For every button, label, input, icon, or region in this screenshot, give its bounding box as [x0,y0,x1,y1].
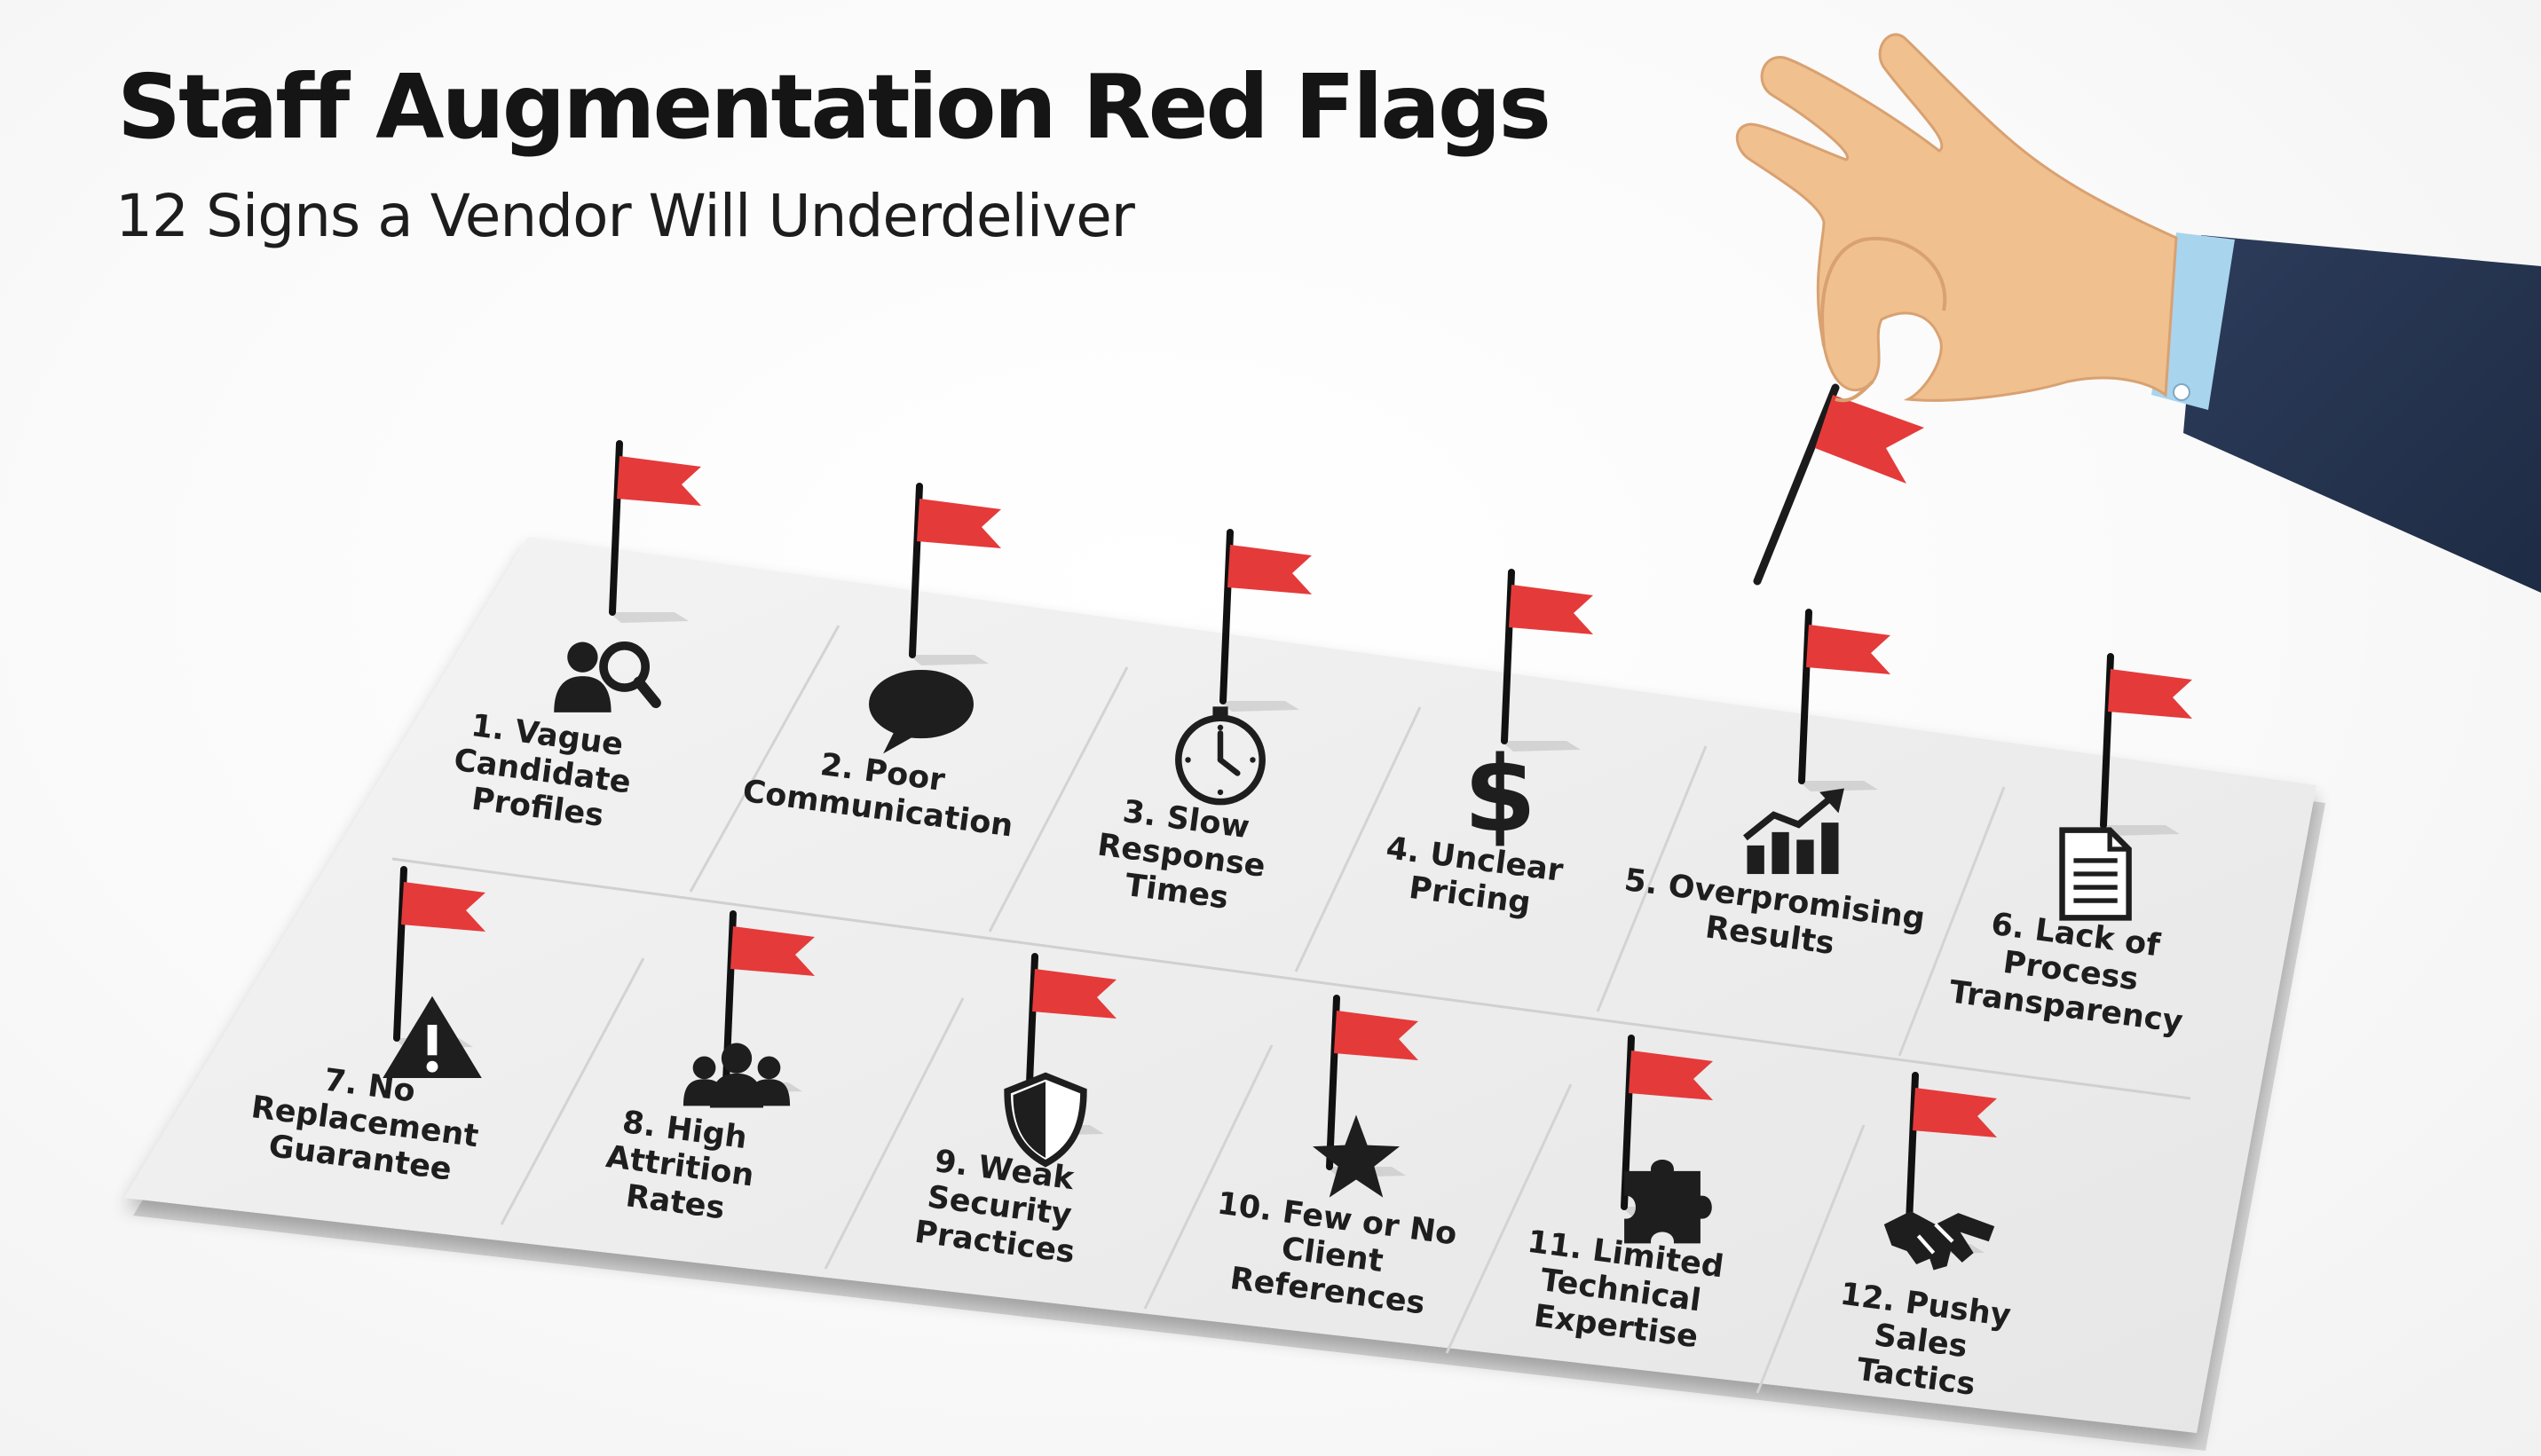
handshake-icon [1883,1210,1995,1271]
board [124,537,2325,1451]
warning-triangle-icon [383,996,482,1079]
flag-shadow [1219,701,1299,712]
flag-card-2: 2. PoorCommunication [741,483,1015,845]
speech-bubble-icon [869,669,974,754]
flag-shadow [909,655,989,665]
dollar-sign-icon: $ [1464,733,1536,855]
flag-shadow [1798,781,1878,791]
star-icon [1312,1114,1401,1198]
page-subtitle: 12 Signs a Vendor Will Underdeliver [115,182,1135,250]
red-flag-icon [1501,569,1593,744]
flag-shadow [2100,825,2180,836]
shield-icon [1004,1072,1087,1168]
red-flag-icon [1798,609,1890,784]
flag-shadow [609,612,689,623]
flag-shadow [1501,741,1581,752]
red-flag-icon [1326,995,1418,1170]
person-search-icon [554,641,661,712]
people-group-icon [683,1043,791,1108]
document-icon [2059,827,2132,921]
board-surface [124,537,2316,1433]
growth-chart-icon [1743,788,1844,875]
flag-label: 9. WeakSecurityPractices [912,1142,1086,1271]
flag-card-4: $4. UnclearPricing [1384,569,1593,922]
red-flag-icon [909,483,1001,658]
svg-text:$: $ [1464,733,1536,855]
cuff-button-icon [2173,383,2190,401]
stopwatch-icon [1175,706,1266,806]
hand [1735,33,2178,403]
red-flag-icon [1219,529,1312,704]
board-column-dividers [500,625,2006,1394]
puzzle-piece-icon [1624,1159,1712,1244]
hand-placing-flag [1735,33,2541,593]
board-row-divider [391,857,2191,1100]
red-flag-icon [609,440,701,616]
red-flag-icon [393,866,485,1042]
red-flag-icon [2100,653,2192,829]
flag-card-6: 6. Lack ofProcessTransparency [1947,653,2192,1041]
suit-sleeve [2151,232,2541,593]
page-title: Staff Augmentation Red Flags [117,55,1551,159]
falling-flag [1753,383,1924,586]
